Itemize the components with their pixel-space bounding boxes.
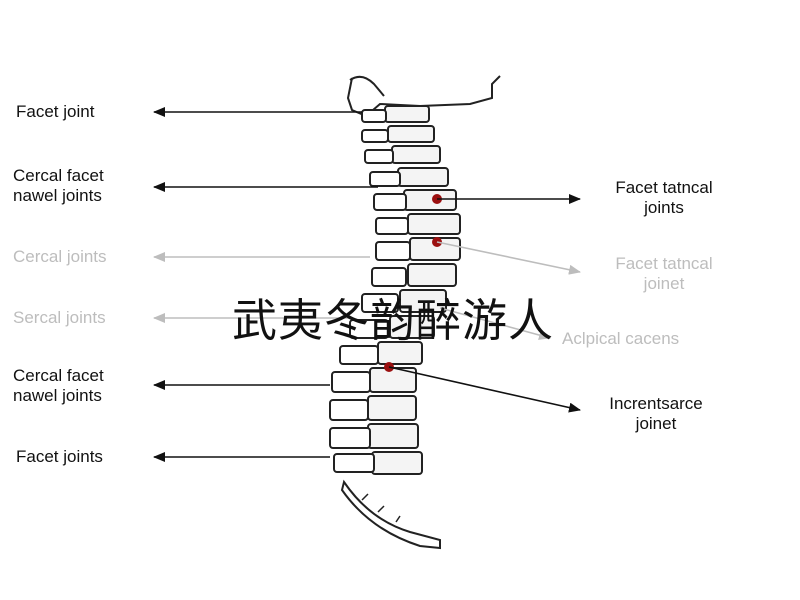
sacrum-segment-lines <box>361 493 401 523</box>
label-right-2: Facet tatncal joinet <box>615 254 713 293</box>
label-left-5: Cercal facet nawel joints <box>13 366 104 405</box>
arrow-right-4 <box>388 366 581 413</box>
sacrum-outline <box>340 479 441 550</box>
arrow-right-2 <box>436 241 581 275</box>
label-left-6: Facet joints <box>16 447 103 466</box>
label-right-3: Aclpical cacens <box>562 329 680 348</box>
label-left-1: Facet joint <box>16 102 95 121</box>
label-left-2: Cercal facet nawel joints <box>13 166 104 205</box>
arrow-right-3 <box>439 307 551 340</box>
vertebral-column <box>367 105 461 475</box>
label-right-4: Increntsarce joinet <box>609 394 703 433</box>
label-left-4: Sercal joints <box>13 308 106 327</box>
occiput-outline <box>349 75 385 97</box>
label-right-1: Facet tatncal joints <box>615 178 713 217</box>
watermark-caption: 武夷冬韵醉游人 <box>232 294 555 347</box>
label-left-3: Cercal joints <box>13 247 107 266</box>
posterior-elements <box>329 109 411 473</box>
